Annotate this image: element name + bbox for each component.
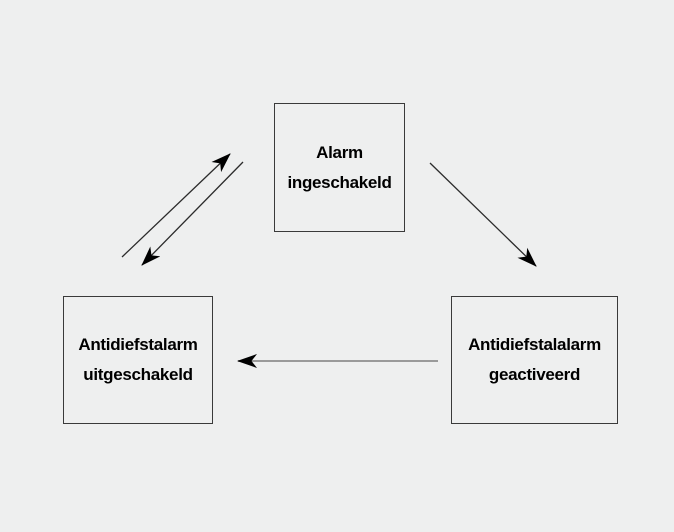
state-label: Antidiefstalalarm geactiveerd bbox=[468, 330, 601, 390]
state-box-antidiefstalalarm-geactiveerd: Antidiefstalalarm geactiveerd bbox=[451, 296, 618, 424]
state-label: Antidiefstalarm uitgeschakeld bbox=[78, 330, 198, 390]
arrow-armed-to-disarmed bbox=[141, 161, 244, 266]
state-box-alarm-ingeschakeld: Alarm ingeschakeld bbox=[274, 103, 405, 232]
state-label: Alarm ingeschakeld bbox=[287, 138, 391, 198]
state-label-line2: geactiveerd bbox=[488, 365, 581, 384]
arrow-disarmed-to-armed bbox=[121, 153, 231, 258]
state-label-line2: uitgeschakeld bbox=[83, 365, 193, 384]
arrow-armed-to-activated bbox=[429, 162, 537, 267]
state-label-line1: Antidiefstalalarm bbox=[468, 335, 601, 354]
state-label-line1: Antidiefstalarm bbox=[78, 335, 198, 354]
state-box-antidiefstalarm-uitgeschakeld: Antidiefstalarm uitgeschakeld bbox=[63, 296, 213, 424]
state-label-line2: ingeschakeld bbox=[287, 172, 392, 192]
state-label-line1: Alarm bbox=[316, 142, 363, 162]
